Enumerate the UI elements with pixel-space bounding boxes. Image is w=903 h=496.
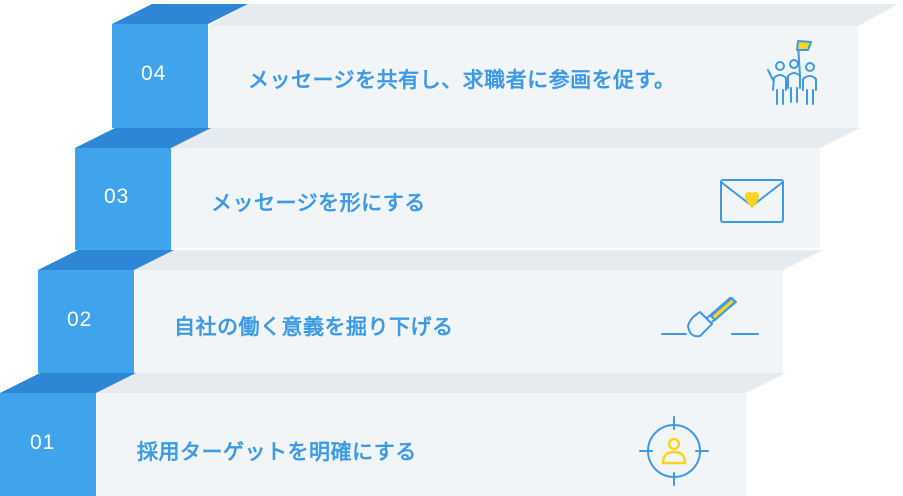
step-number-02: 02	[67, 308, 93, 331]
panel-02	[133, 250, 823, 373]
panel-01	[96, 373, 786, 496]
panel-03	[170, 128, 860, 248]
team-flag-icon	[767, 40, 817, 105]
step-number-03: 03	[104, 185, 130, 208]
stair-block-01	[0, 373, 136, 496]
panel-04	[208, 4, 898, 128]
stair-block-02	[38, 250, 174, 373]
step-number-04: 04	[141, 62, 167, 85]
step-label-02: 自社の働く意義を掘り下げる	[174, 315, 454, 339]
step-label-03: メッセージを形にする	[211, 191, 426, 215]
stair-block-04	[112, 4, 248, 128]
stair-block-03	[75, 128, 211, 250]
trowel-dig-icon	[661, 297, 759, 338]
step-label-01: 採用ターゲットを明確にする	[137, 440, 417, 464]
heart-envelope-icon	[720, 179, 784, 223]
step-number-01: 01	[30, 431, 56, 454]
target-person-icon	[639, 416, 709, 486]
step-label-04: メッセージを共有し、求職者に参画を促す。	[248, 68, 676, 92]
